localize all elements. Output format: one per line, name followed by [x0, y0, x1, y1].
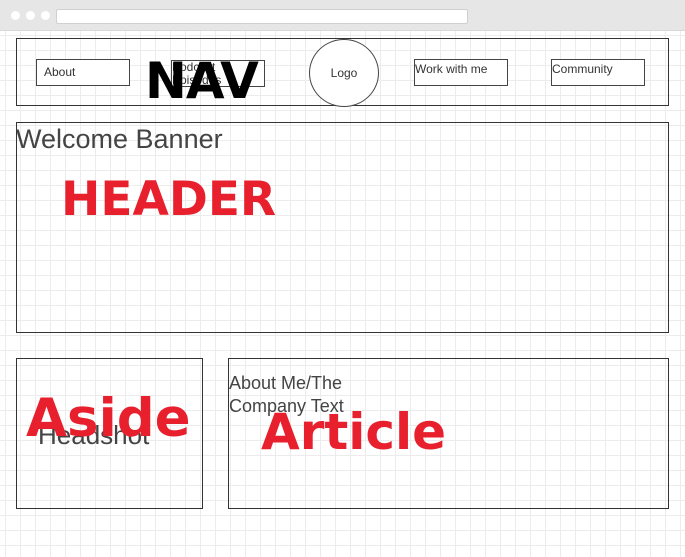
nav-item-podcast-episodes: Podcast Episodes: [171, 60, 265, 87]
window-dot-3-icon: [41, 11, 50, 20]
nav-item-about: About: [36, 59, 130, 86]
header-section: [16, 122, 669, 333]
window-dot-1-icon: [11, 11, 20, 20]
aside-annotation: Aside: [26, 388, 191, 449]
nav-item-work-label: Work with me: [415, 62, 488, 76]
nav-item-work-with-me: Work with me: [414, 59, 508, 86]
welcome-banner-title: Welcome Banner: [16, 124, 223, 154]
nav-item-community-label: Community: [552, 62, 613, 76]
article-section: [228, 358, 669, 509]
nav-item-podcast-label: Podcast Episodes: [172, 60, 222, 87]
logo-placeholder: Logo: [309, 39, 379, 107]
headshot-placeholder: Headshot: [38, 420, 150, 450]
nav-item-about-label: About: [44, 65, 76, 79]
address-bar: [56, 9, 468, 24]
article-annotation: Article: [261, 403, 447, 461]
nav-annotation: NAV: [145, 52, 259, 110]
article-text-line-1: About Me/The: [229, 373, 343, 393]
logo-label: Logo: [330, 66, 358, 80]
aside-section: [16, 358, 203, 509]
header-annotation: HEADER: [61, 172, 277, 227]
window-dot-2-icon: [26, 11, 35, 20]
nav-item-community: Community: [551, 59, 645, 86]
article-text-line-2: Company Text: [229, 396, 344, 416]
browser-chrome: [0, 0, 685, 31]
